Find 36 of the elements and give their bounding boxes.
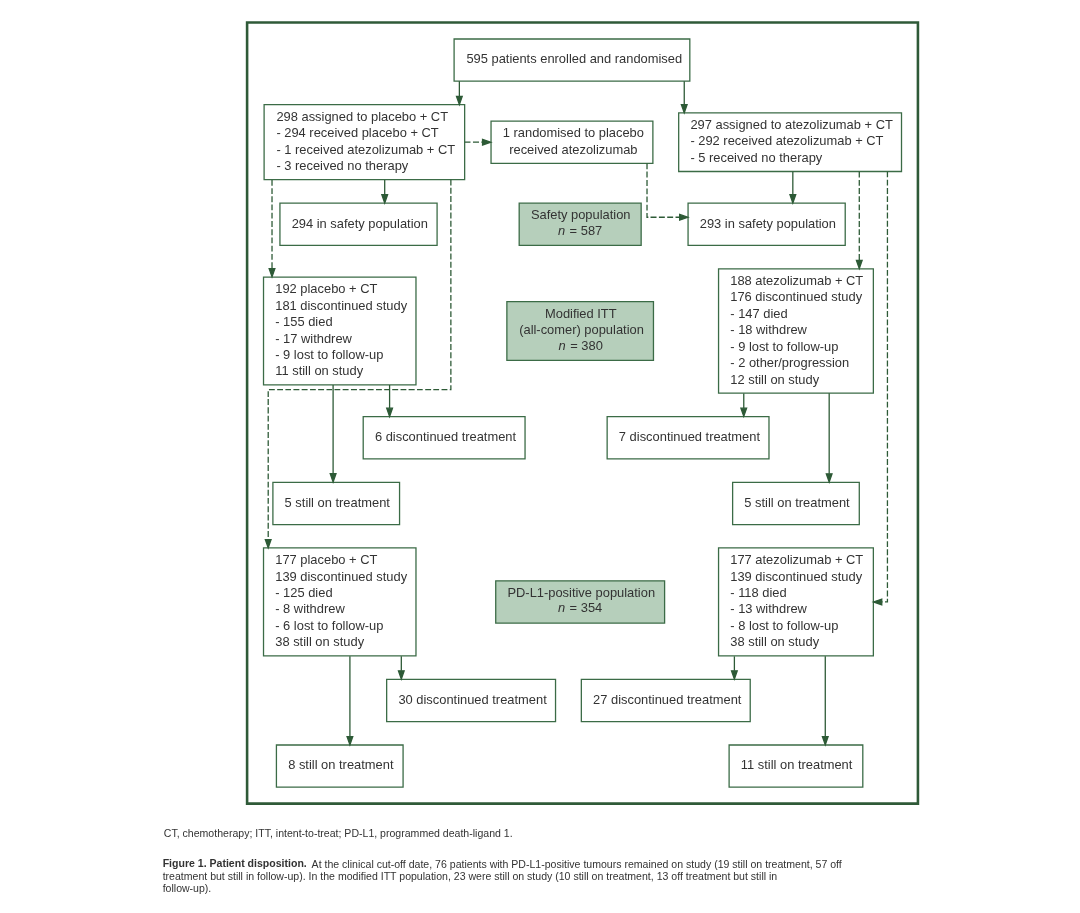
arrow xyxy=(680,80,689,115)
node-box: 192 placebo + CT 181 discontinued study - 155 died - 17 withdrew - 9 lost to follow-up 11 still on study xyxy=(262,276,417,386)
arrow xyxy=(871,171,889,606)
node-box: PD-L1-positive population n = 354 xyxy=(495,580,666,624)
node-box: 177 atezolizumab + CT 139 discontinued study - 118 died - 13 withdrew - 8 lost to follow-up 38 still on study xyxy=(717,547,874,657)
node-box: 595 patients enrolled and randomised xyxy=(453,38,691,82)
node-box: 30 discontinued treatment xyxy=(386,678,557,723)
node-box: 293 in safety population xyxy=(687,202,846,247)
node-box: 294 in safety population xyxy=(279,202,438,247)
arrow xyxy=(825,392,833,484)
label: CT, chemotherapy; ITT, intent-to-treat; PD-L1, programmed death-ligand 1. xyxy=(163,826,513,839)
node-box: 5 still on treatment xyxy=(732,481,860,526)
node-box: 297 assigned to atezolizumab + CT - 292 received atezolizumab + CT - 5 received no therapy xyxy=(678,112,903,173)
node-box: 6 discontinued treatment xyxy=(362,416,526,460)
arrow xyxy=(646,162,690,222)
node-box: 188 atezolizumab + CT 176 discontinued study - 147 died - 18 withdrew - 9 lost to follow-up - 2 other/progression 12 still on study xyxy=(717,268,874,394)
arrow xyxy=(329,384,337,484)
arrow xyxy=(855,171,864,271)
arrow xyxy=(789,171,797,205)
arrow xyxy=(268,179,276,279)
node-box: Safety population n = 587 xyxy=(518,202,642,247)
node-box: 177 placebo + CT 139 discontinued study - 125 died - 8 withdrew - 6 lost to follow-up 38 still on study xyxy=(262,547,417,657)
node-box: 11 still on treatment xyxy=(728,744,864,788)
node-box: 8 still on treatment xyxy=(275,744,404,788)
node-box: 298 assigned to placebo + CT - 294 received placebo + CT - 1 received atezolizumab + CT - 3 received no therapy xyxy=(263,104,466,181)
caption: Figure 1. Patient disposition. At the clinical cut-off date, 76 patients with PD-L1-positive tumours remained on study (19 still on treatment, 57 off treatment but still in follow-up). In the modified ITT population, 23 were still on study (10 still on treatment, 13 off treatment but still in follow-up). xyxy=(162,857,842,894)
node-box: 1 randomised to placebo received atezolizumab xyxy=(490,120,654,164)
arrow xyxy=(464,138,493,146)
node-box: 7 discontinued treatment xyxy=(606,416,770,460)
arrow xyxy=(821,655,830,747)
arrow xyxy=(346,655,354,747)
cluster xyxy=(245,21,920,805)
node-box: Modified ITT (all-comer) population n = 380 xyxy=(506,301,655,361)
arrow xyxy=(385,384,394,419)
node-box: 27 discontinued treatment xyxy=(580,678,751,723)
node-box: 5 still on treatment xyxy=(272,481,401,526)
